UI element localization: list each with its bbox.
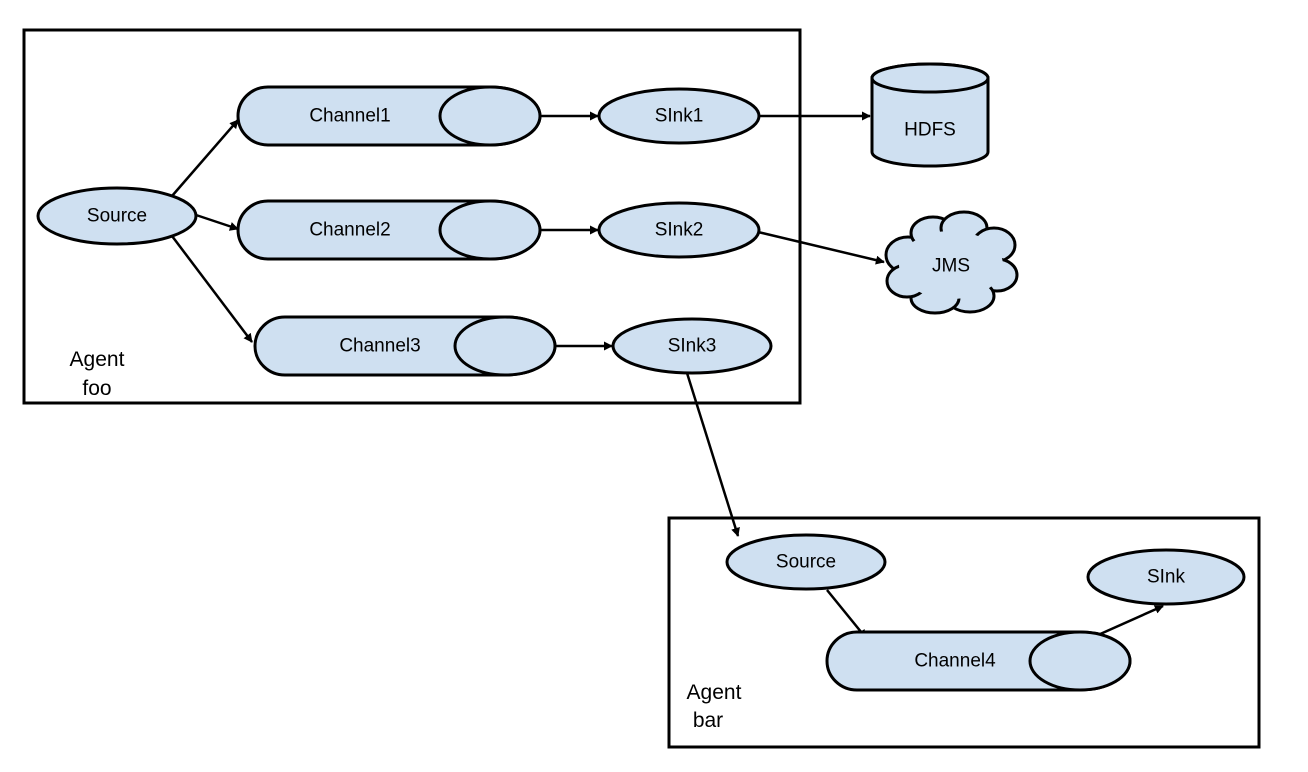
- agent-foo-frame: [22, 28, 802, 405]
- sink2-node: SInk2: [597, 201, 761, 259]
- sink2-label: SInk2: [655, 220, 704, 241]
- agent-bar-label-line1: Agent: [687, 681, 742, 704]
- channel4-label: Channel4: [914, 651, 996, 672]
- channel3-label: Channel3: [339, 336, 420, 357]
- sink-bar-label: SInk: [1147, 567, 1186, 588]
- channel1-label: Channel1: [309, 106, 390, 127]
- channel3-node: Channel3: [253, 315, 557, 377]
- sink3-label: SInk3: [668, 336, 717, 357]
- edge-source-channel2: [195, 213, 239, 231]
- edge-sink3-source-bar: [685, 372, 740, 537]
- sink-node-bar: SInk: [1086, 548, 1246, 606]
- source-node-foo: Source: [36, 186, 198, 246]
- source-bar-label: Source: [776, 552, 836, 573]
- edge-sink2-jms: [757, 230, 885, 265]
- channel1-node: Channel1: [236, 85, 542, 147]
- hdfs-label: HDFS: [904, 120, 956, 141]
- jms-label: JMS: [932, 256, 970, 277]
- channel2-node: Channel2: [236, 199, 542, 261]
- hdfs-node: HDFS: [870, 62, 990, 168]
- edge-channel4-sink: [1097, 604, 1164, 637]
- edge-source-channel1: [171, 119, 239, 197]
- agent-bar-frame: [667, 516, 1261, 749]
- source-foo-label: Source: [87, 206, 147, 227]
- source-node-bar: Source: [725, 533, 887, 591]
- cloud-icon: [884, 210, 1019, 315]
- sink1-node: SInk1: [597, 87, 761, 145]
- agent-bar-label-line2: bar: [693, 709, 723, 732]
- sink1-label: SInk1: [655, 106, 704, 127]
- channel2-label: Channel2: [309, 220, 390, 241]
- edge-source-channel3: [171, 235, 253, 343]
- sink3-node: SInk3: [611, 317, 773, 375]
- channel4-node: Channel4: [825, 630, 1132, 692]
- edge-source-bar-channel4: [826, 589, 867, 639]
- jms-node: JMS: [884, 210, 1019, 315]
- agent-foo-label-line2: foo: [82, 377, 111, 400]
- agent-foo-label-line1: Agent: [70, 348, 125, 371]
